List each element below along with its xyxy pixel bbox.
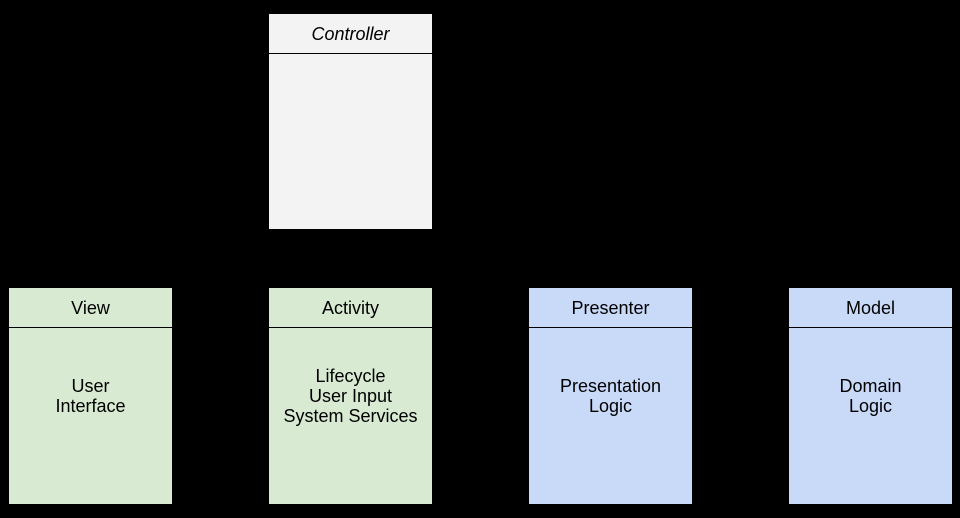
model-box-title: Model <box>789 288 952 328</box>
presenter-box-title: Presenter <box>529 288 692 328</box>
presenter-body-line: Logic <box>588 396 633 416</box>
model-box-body: Domain Logic <box>789 328 952 504</box>
model-body-line: Logic <box>848 396 893 416</box>
presenter-body-line: Presentation <box>559 376 662 396</box>
view-box-body: User Interface <box>9 328 172 504</box>
controller-box-title: Controller <box>269 14 432 54</box>
view-box: View User Interface <box>8 287 173 505</box>
activity-body-line: User Input <box>308 386 393 406</box>
view-body-line: User <box>71 376 110 396</box>
activity-box-body: Lifecycle User Input System Services <box>269 328 432 504</box>
presenter-box-body: Presentation Logic <box>529 328 692 504</box>
controller-box-body <box>269 54 432 229</box>
activity-box-title: Activity <box>269 288 432 328</box>
view-box-title: View <box>9 288 172 328</box>
model-body-line: Domain <box>839 376 902 396</box>
presenter-box: Presenter Presentation Logic <box>528 287 693 505</box>
activity-box: Activity Lifecycle User Input System Ser… <box>268 287 433 505</box>
controller-box: Controller <box>268 13 433 230</box>
activity-body-line: System Services <box>283 406 418 426</box>
activity-body-line: Lifecycle <box>315 366 386 386</box>
view-body-line: Interface <box>55 396 126 416</box>
model-box: Model Domain Logic <box>788 287 953 505</box>
